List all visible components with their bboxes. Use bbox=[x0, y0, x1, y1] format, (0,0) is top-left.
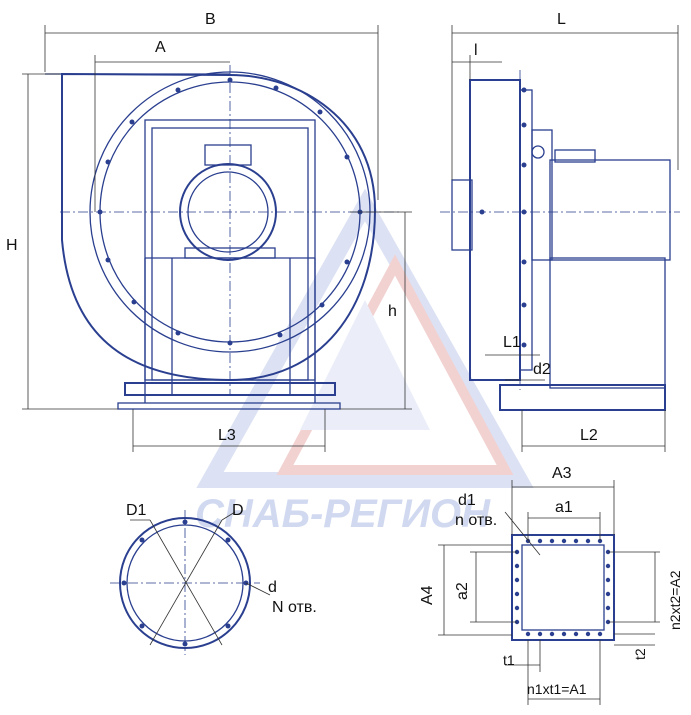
dim-n1t1-A1: n1xt1=A1 bbox=[527, 681, 587, 697]
dim-B: B bbox=[205, 11, 216, 28]
watermark-logo: СНАБ-РЕГИОН bbox=[195, 188, 534, 536]
dim-L3: L3 bbox=[218, 427, 236, 444]
dim-t2: t2 bbox=[632, 648, 648, 660]
round-flange-view: D1 D d N отв. bbox=[110, 502, 317, 655]
dim-D1: D1 bbox=[126, 502, 147, 519]
dim-L: L bbox=[557, 11, 566, 28]
square-flange-holes bbox=[514, 538, 611, 637]
side-flange-holes bbox=[479, 87, 527, 348]
dim-n2t2-A2: n2xt2=A2 bbox=[667, 570, 683, 630]
dim-a1: a1 bbox=[555, 499, 573, 516]
dim-L1: L1 bbox=[503, 334, 521, 351]
watermark-text: СНАБ-РЕГИОН bbox=[195, 492, 491, 536]
front-view: B A H h L3 bbox=[6, 11, 412, 452]
dim-h: h bbox=[388, 303, 397, 320]
dim-A3: A3 bbox=[552, 465, 572, 482]
dim-H: H bbox=[6, 237, 18, 254]
dim-l: l bbox=[474, 42, 478, 59]
dim-d1: d1 bbox=[458, 492, 476, 509]
dim-t1: t1 bbox=[503, 652, 515, 668]
dim-d: d bbox=[268, 579, 277, 596]
square-flange-view: A3 a1 d1 n отв. A4 a2 n2xt2=A2 t2 t1 bbox=[419, 465, 683, 705]
dim-N-holes: N отв. bbox=[272, 599, 317, 616]
front-flange-holes bbox=[97, 77, 363, 346]
dim-a2: a2 bbox=[454, 582, 471, 600]
round-flange-holes bbox=[121, 519, 249, 647]
dim-A4: A4 bbox=[419, 585, 436, 605]
side-view: L l L1 d2 L2 bbox=[440, 11, 680, 452]
dim-L2: L2 bbox=[580, 427, 598, 444]
dim-d2: d2 bbox=[533, 361, 551, 378]
dim-n-holes: n отв. bbox=[455, 512, 497, 529]
dim-D: D bbox=[232, 502, 244, 519]
dim-A: A bbox=[155, 39, 166, 56]
